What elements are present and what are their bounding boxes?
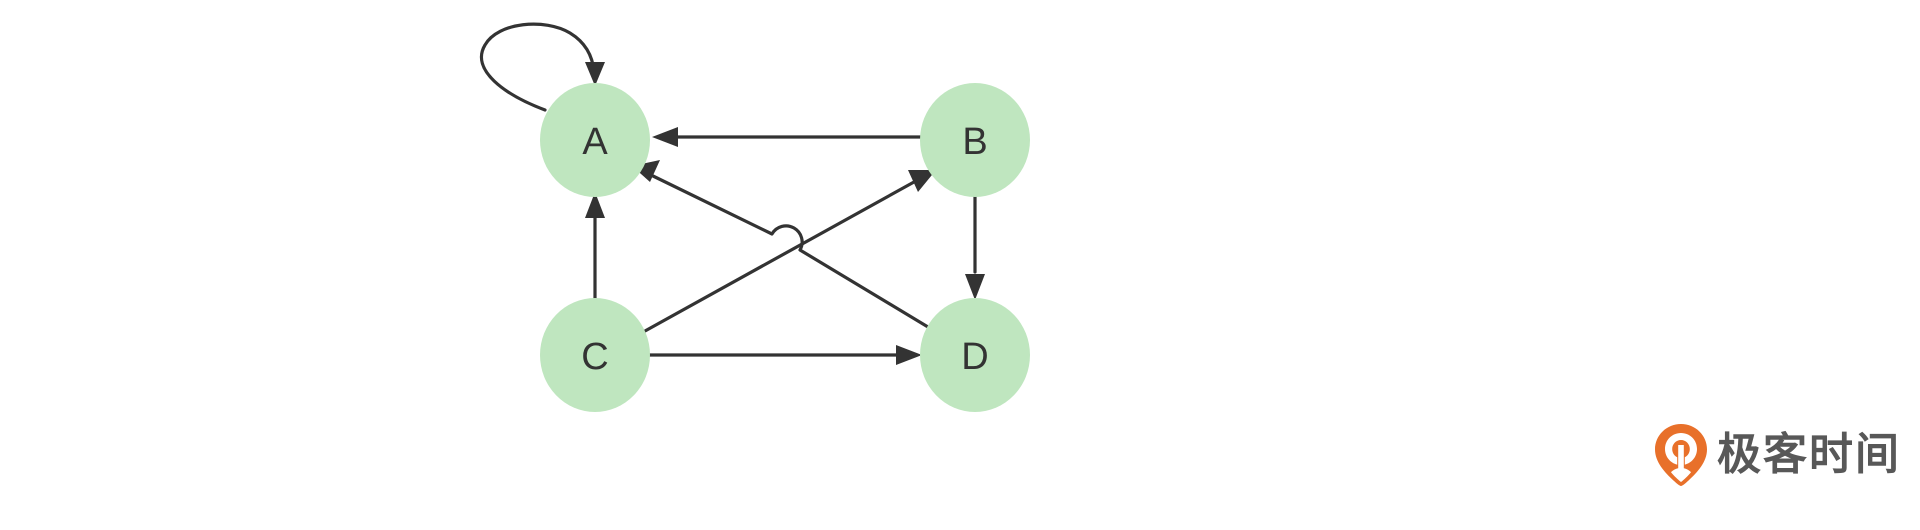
edge-b-to-a[interactable] xyxy=(652,127,922,147)
edge-c-to-d-arrowhead xyxy=(896,345,922,365)
edge-c-to-b-arrowhead xyxy=(908,170,936,192)
node-d[interactable]: D xyxy=(920,298,1030,412)
edge-b-to-d-arrowhead xyxy=(965,274,985,300)
node-a-shape xyxy=(540,83,650,197)
node-group: A B C D xyxy=(540,83,1030,412)
edge-group xyxy=(479,22,985,365)
edge-a-to-a[interactable] xyxy=(479,22,605,112)
edge-a-to-a-path xyxy=(479,22,596,112)
edge-c-to-b-path xyxy=(643,180,916,333)
edge-b-to-a-arrowhead xyxy=(652,127,678,147)
edge-c-to-b[interactable] xyxy=(643,170,936,333)
node-c-label: C xyxy=(581,336,608,378)
edge-c-to-a-arrowhead xyxy=(585,192,605,218)
edge-a-to-a-arrowhead xyxy=(585,62,605,86)
edge-d-to-a-path xyxy=(651,174,930,329)
node-c[interactable]: C xyxy=(540,298,650,412)
edge-d-to-a[interactable] xyxy=(632,160,930,329)
edge-b-to-d[interactable] xyxy=(965,194,985,300)
node-d-label: D xyxy=(961,336,988,378)
node-b-label: B xyxy=(962,121,987,163)
node-c-shape xyxy=(540,298,650,412)
node-b[interactable]: B xyxy=(920,83,1030,197)
geektime-pin-logo-icon xyxy=(1655,424,1707,486)
edge-c-to-d[interactable] xyxy=(648,345,922,365)
node-b-shape xyxy=(920,83,1030,197)
watermark: 极客时间 xyxy=(1655,424,1901,486)
watermark-text: 极客时间 xyxy=(1717,430,1901,479)
node-d-shape xyxy=(920,298,1030,412)
edge-c-to-a[interactable] xyxy=(585,192,605,302)
node-a-label: A xyxy=(582,121,608,163)
node-a[interactable]: A xyxy=(540,83,650,197)
